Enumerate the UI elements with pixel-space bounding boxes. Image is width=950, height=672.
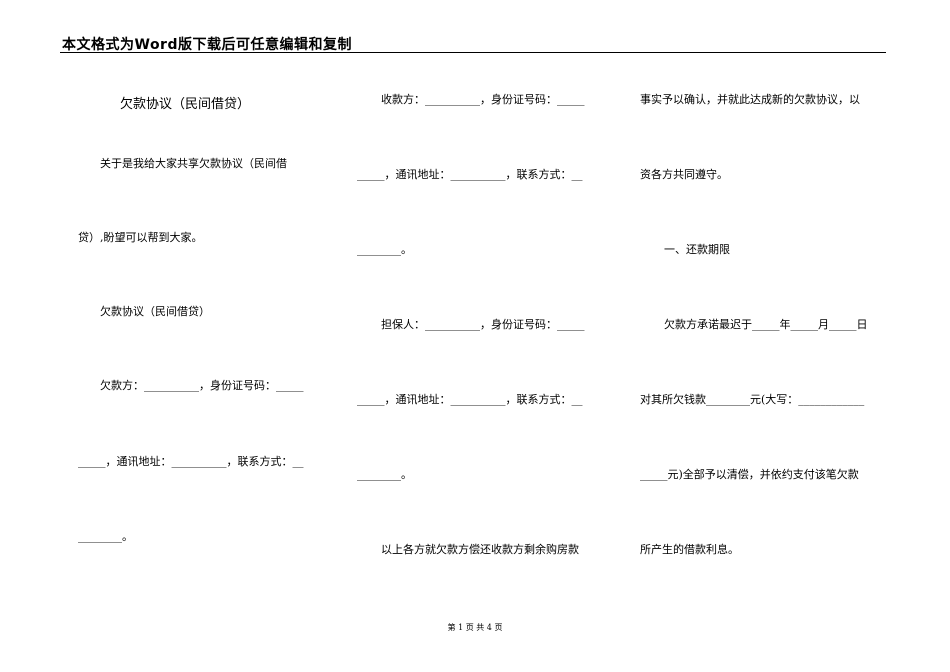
col2-line-4: 担保人：__________，身份证号码：_____ <box>381 318 585 331</box>
col2-line-2: _____，通讯地址：__________，联系方式：__ <box>357 168 583 181</box>
col3-line-2: 资各方共同遵守。 <box>640 168 728 181</box>
col3-line-5: 对其所欠钱款________元(大写：____________ <box>640 393 865 406</box>
col1-line-6: ________。 <box>78 530 133 543</box>
col3-line-7: 所产生的借款利息。 <box>640 543 739 556</box>
page-number-footer: 第 1 页 共 4 页 <box>447 623 503 632</box>
col3-line-6: _____元)全部予以清偿，并依约支付该笔欠款 <box>640 468 859 481</box>
col1-line-2: 贷）,盼望可以帮到大家。 <box>78 231 203 244</box>
col2-line-5: _____，通讯地址：__________，联系方式：__ <box>357 393 583 406</box>
col1-line-1: 关于是我给大家共享欠款协议（民间借 <box>100 157 287 170</box>
page-header-title: 本文格式为Word版下载后可任意编辑和复制 <box>62 37 352 53</box>
col1-line-3: 欠款协议（民间借贷） <box>100 305 210 318</box>
document-title: 欠款协议（民间借贷） <box>120 97 251 112</box>
col1-line-4: 欠款方：__________，身份证号码：_____ <box>100 379 304 392</box>
col3-line-3: 一、还款期限 <box>664 243 730 256</box>
col2-line-6: ________。 <box>357 468 412 481</box>
col2-line-7: 以上各方就欠款方偿还收款方剩余购房款 <box>381 543 579 556</box>
col3-line-4: 欠款方承诺最迟于_____年_____月_____日 <box>664 318 868 331</box>
col1-line-5: _____，通讯地址：__________，联系方式：__ <box>78 455 304 468</box>
header-divider <box>60 52 886 53</box>
col3-line-1: 事实予以确认，并就此达成新的欠款协议，以 <box>640 93 860 106</box>
col2-line-3: ________。 <box>357 243 412 256</box>
col2-line-1: 收款方：__________，身份证号码：_____ <box>381 93 585 106</box>
